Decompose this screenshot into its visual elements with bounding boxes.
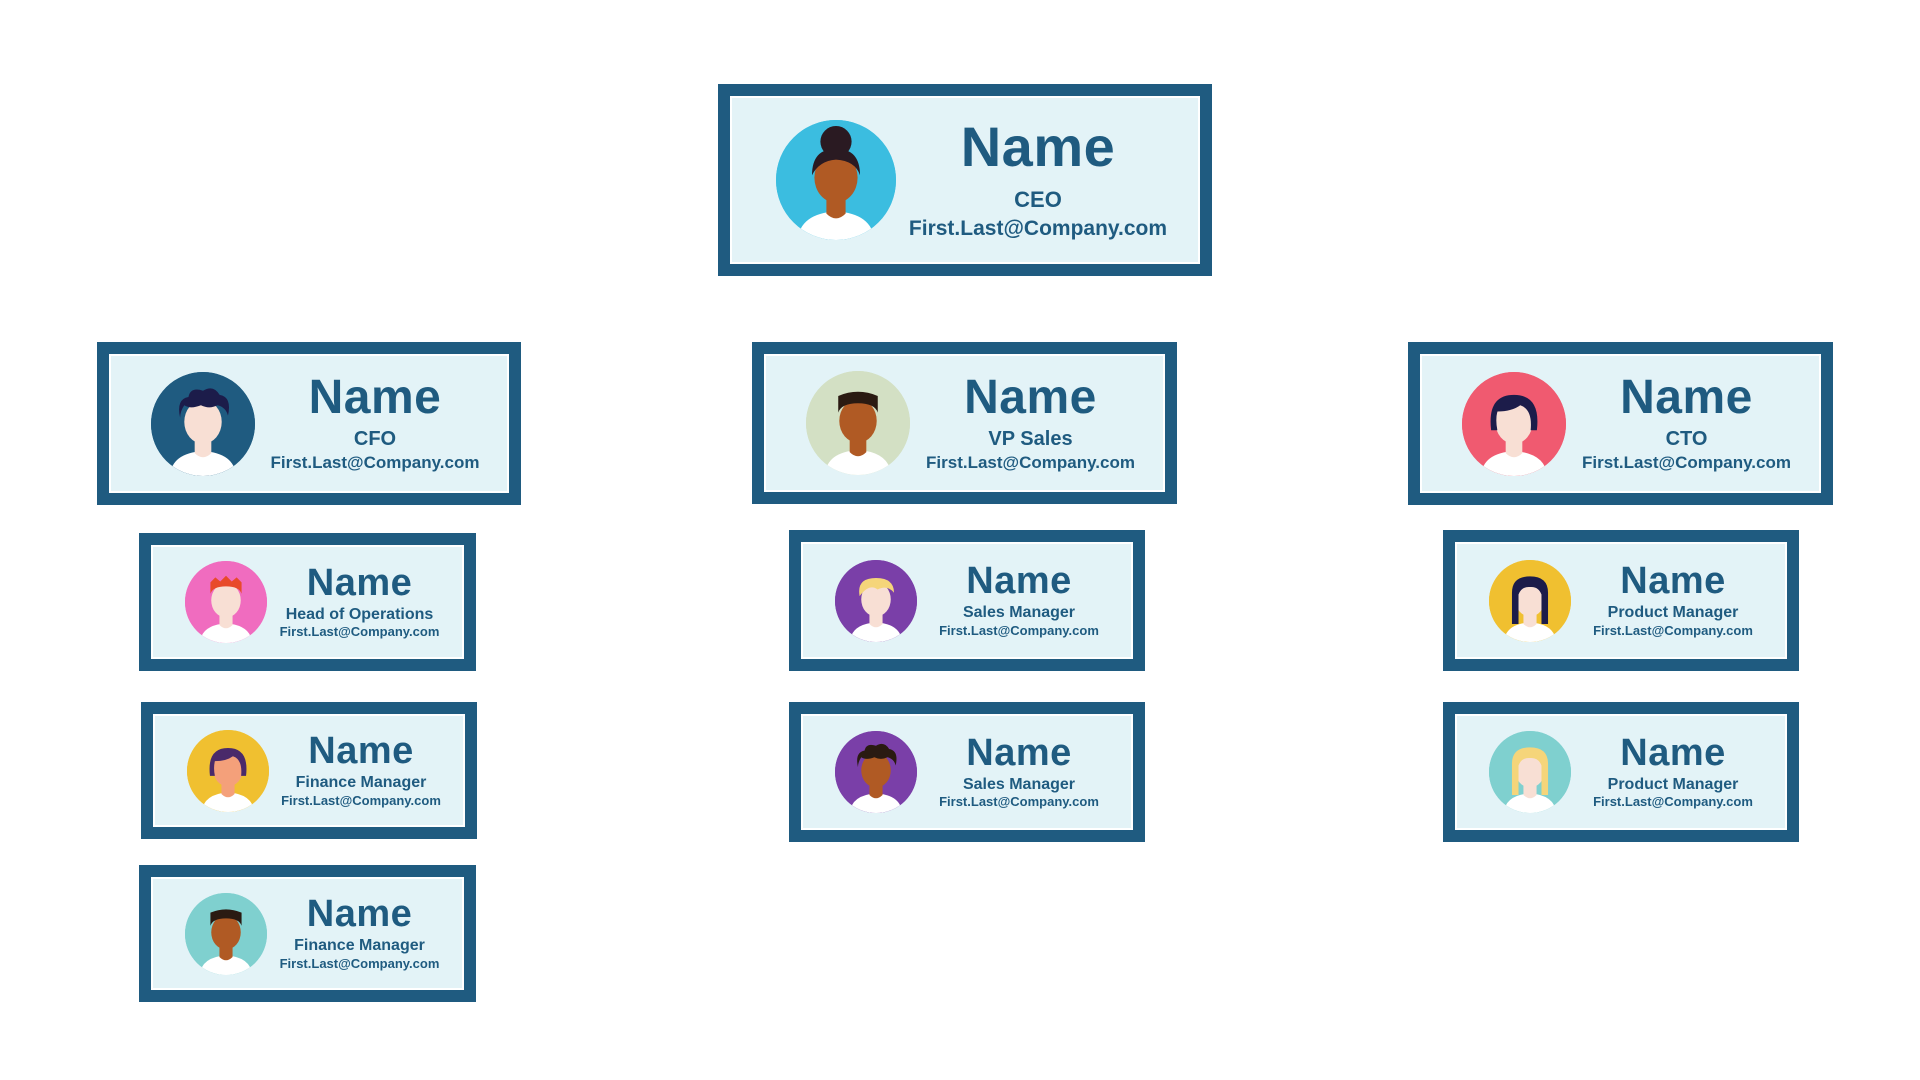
org-card-finance-manager-1: Name Finance Manager First.Last@Company.… bbox=[141, 702, 477, 839]
email-address: First.Last@Company.com bbox=[1593, 794, 1753, 810]
man-flat-top-avatar-icon bbox=[806, 371, 910, 475]
email-address: First.Last@Company.com bbox=[908, 216, 1168, 240]
person-name: Name bbox=[1620, 371, 1753, 425]
job-title: CTO bbox=[1665, 428, 1708, 451]
person-name: Name bbox=[1620, 731, 1726, 774]
man-red-hair-avatar-icon bbox=[185, 561, 267, 643]
job-title: Finance Manager bbox=[295, 774, 427, 792]
org-card-finance-manager-2: Name Finance Manager First.Last@Company.… bbox=[139, 865, 476, 1002]
person-name: Name bbox=[960, 115, 1116, 179]
job-title: CEO bbox=[1014, 187, 1062, 213]
org-card-vp-sales: Name VP Sales First.Last@Company.com bbox=[752, 342, 1177, 504]
email-address: First.Last@Company.com bbox=[926, 452, 1135, 472]
org-card-cfo: Name CFO First.Last@Company.com bbox=[97, 342, 521, 505]
org-card-head-of-operations: Name Head of Operations First.Last@Compa… bbox=[139, 533, 476, 671]
person-name: Name bbox=[966, 560, 1072, 603]
org-card-sales-manager-2: Name Sales Manager First.Last@Company.co… bbox=[789, 702, 1145, 842]
man-curly-hair-avatar-icon bbox=[151, 371, 255, 476]
org-card-product-manager-1: Name Product Manager First.Last@Company.… bbox=[1443, 530, 1799, 671]
job-title: Product Manager bbox=[1607, 775, 1739, 793]
person-name: Name bbox=[306, 561, 413, 604]
email-address: First.Last@Company.com bbox=[1582, 453, 1791, 473]
email-address: First.Last@Company.com bbox=[939, 622, 1099, 638]
person-name: Name bbox=[306, 893, 413, 936]
woman-curly-avatar-icon bbox=[835, 731, 917, 813]
job-title: CFO bbox=[353, 428, 397, 451]
email-address: First.Last@Company.com bbox=[270, 453, 480, 473]
email-address: First.Last@Company.com bbox=[279, 624, 440, 640]
job-title: Head of Operations bbox=[285, 605, 434, 623]
org-card-sales-manager-1: Name Sales Manager First.Last@Company.co… bbox=[789, 530, 1145, 671]
woman-bun-avatar-icon bbox=[776, 120, 896, 240]
email-address: First.Last@Company.com bbox=[281, 792, 441, 808]
woman-blonde-avatar-icon bbox=[1489, 731, 1571, 813]
person-name: Name bbox=[966, 731, 1072, 774]
man-short-hair-avatar-icon bbox=[185, 892, 267, 975]
person-name: Name bbox=[964, 370, 1097, 424]
email-address: First.Last@Company.com bbox=[1593, 622, 1753, 638]
man-blond-avatar-icon bbox=[835, 559, 917, 642]
job-title: VP Sales bbox=[988, 427, 1073, 450]
person-name: Name bbox=[308, 371, 442, 425]
woman-bob-avatar-icon bbox=[1462, 371, 1566, 476]
job-title: Finance Manager bbox=[294, 937, 425, 955]
org-card-product-manager-2: Name Product Manager First.Last@Company.… bbox=[1443, 702, 1799, 842]
email-address: First.Last@Company.com bbox=[279, 955, 440, 971]
job-title: Sales Manager bbox=[962, 604, 1076, 622]
woman-purple-bob-avatar-icon bbox=[187, 729, 269, 812]
person-name: Name bbox=[1620, 560, 1726, 603]
job-title: Product Manager bbox=[1607, 604, 1739, 622]
org-card-cto: Name CTO First.Last@Company.com bbox=[1408, 342, 1833, 505]
email-address: First.Last@Company.com bbox=[939, 794, 1099, 810]
woman-long-hair-avatar-icon bbox=[1489, 559, 1571, 642]
job-title: Sales Manager bbox=[962, 775, 1076, 793]
person-name: Name bbox=[308, 730, 414, 773]
org-card-ceo: Name CEO First.Last@Company.com bbox=[718, 84, 1212, 276]
